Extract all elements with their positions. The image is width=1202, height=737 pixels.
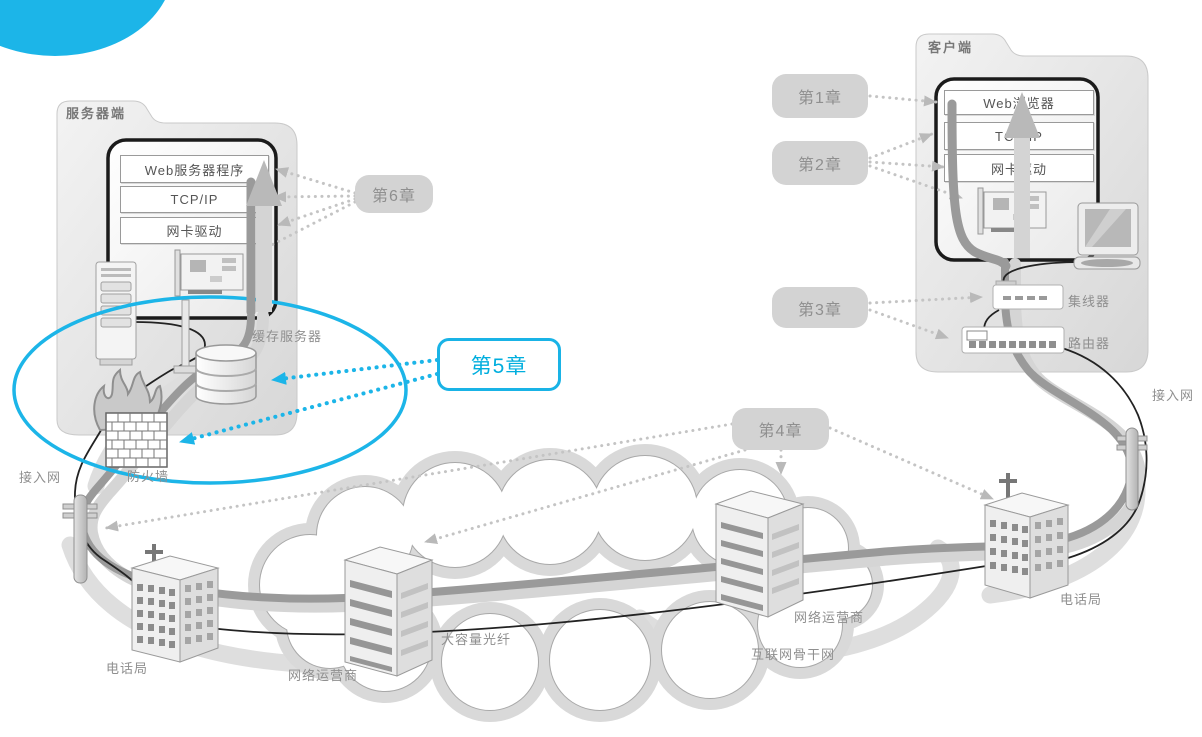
chapter5-badge: 第5章 (437, 338, 561, 391)
firewall-icon (105, 412, 168, 468)
highlight-ellipse (12, 295, 408, 485)
server-tower-icon (95, 261, 199, 374)
chapter5-connectors (178, 358, 439, 445)
firewall-label: 防火墙 (127, 469, 170, 484)
telco-left-building (130, 544, 220, 663)
client-layer-browser: Web浏览器 (944, 90, 1094, 115)
utility-pole-left-icon (62, 494, 98, 584)
telco-left-label: 电话局 (106, 661, 149, 676)
chapter3-badge: 第3章 (772, 287, 868, 328)
chapter2-badge: 第2章 (772, 141, 868, 185)
hub-label: 集线器 (1068, 294, 1111, 309)
router-label: 路由器 (1068, 336, 1111, 351)
monitor-icon (1073, 202, 1141, 270)
isp-left-building (343, 546, 434, 677)
access-network-left-label: 接入网 (19, 470, 62, 485)
cache-server-icon (195, 344, 257, 405)
utility-pole-right-icon (1116, 427, 1148, 511)
cache-server-label: 缓存服务器 (252, 329, 323, 344)
chapter4-badge: 第4章 (732, 408, 829, 450)
telco-right-label: 电话局 (1060, 592, 1103, 607)
corner-blob (0, 0, 165, 56)
client-panel-title: 客户端 (928, 40, 974, 55)
server-panel-title: 服务器端 (66, 106, 127, 121)
server-layer-nic-driver: 网卡驱动 (120, 217, 269, 244)
telco-right-building (983, 473, 1070, 599)
isp-right-label: 网络运营商 (794, 610, 865, 625)
chapter6-badge: 第6章 (355, 175, 433, 213)
client-nic-icon (977, 187, 1047, 235)
server-nic-icon (174, 249, 244, 297)
isp-left-label: 网络运营商 (288, 668, 359, 683)
isp-right-building (714, 490, 805, 618)
server-layer-web-app: Web服务器程序 (120, 155, 269, 183)
router-icon (961, 326, 1065, 354)
chapter-connectors (104, 94, 995, 544)
fiber-label: 大容量光纤 (441, 632, 512, 647)
server-layer-tcpip: TCP/IP (120, 186, 269, 213)
client-layer-tcpip: TCP/IP (944, 122, 1094, 150)
client-layer-nic-driver: 网卡驱动 (944, 154, 1094, 182)
hub-icon (992, 280, 1064, 310)
chapter1-badge: 第1章 (772, 74, 868, 118)
access-network-right-label: 接入网 (1152, 388, 1195, 403)
backbone-label: 互联网骨干网 (751, 647, 836, 662)
